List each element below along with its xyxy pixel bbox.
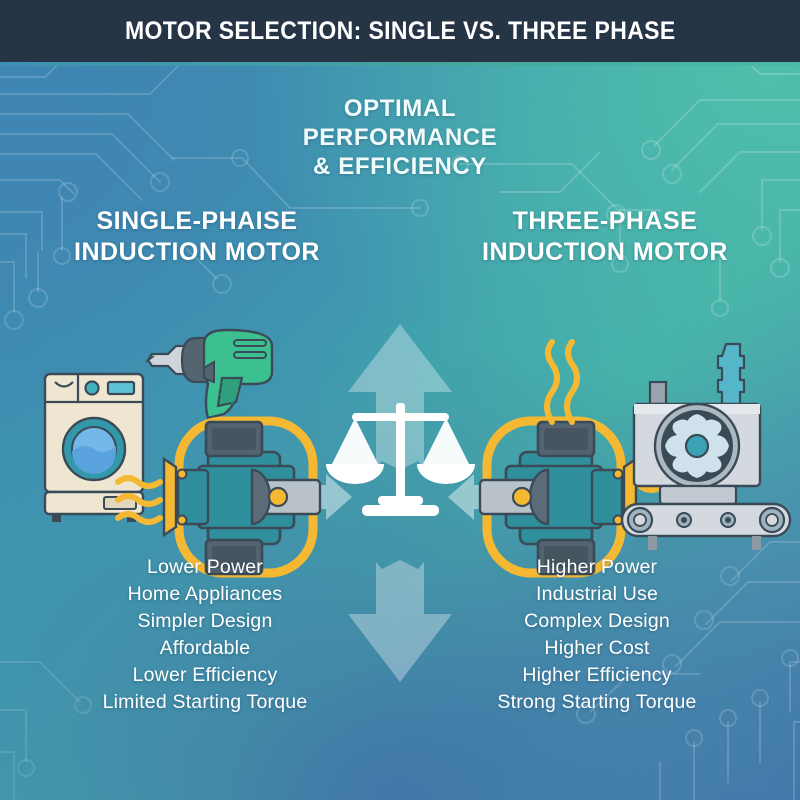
list-item: Higher Power <box>536 556 658 578</box>
balance-scale-icon <box>326 403 475 516</box>
right-column-heading: THREE-PHASE INDUCTION MOTOR <box>440 206 770 268</box>
right-feature-list: Higher Power Industrial Use Complex Desi… <box>432 554 762 716</box>
washing-machine-icon <box>43 372 145 522</box>
list-item: Simpler Design <box>137 610 273 632</box>
list-item: Limited Starting Torque <box>102 691 308 713</box>
list-item: Higher Cost <box>544 637 650 659</box>
illustration-layer <box>43 324 792 682</box>
list-item: Higher Efficiency <box>522 664 672 686</box>
list-item: Affordable <box>159 637 251 659</box>
list-item: Home Appliances <box>127 583 283 605</box>
header-bar: MOTOR SELECTION: SINGLE vs. THREE PHASE <box>0 0 800 62</box>
circuit-pattern-background <box>0 62 800 800</box>
optimal-line-2: PERFORMANCE <box>302 124 498 151</box>
industrial-fan-machine-icon <box>620 342 792 550</box>
list-item: Complex Design <box>524 610 670 632</box>
optimal-line-1: OPTIMAL <box>343 95 457 122</box>
list-item: Lower Efficiency <box>132 664 278 686</box>
right-heading-line-2: INDUCTION MOTOR <box>482 238 728 266</box>
arrow-up-icon <box>348 324 452 470</box>
left-heading-line-2: INDUCTION MOTOR <box>74 238 320 266</box>
optimal-line-3: & EFFICIENCY <box>313 153 487 180</box>
left-column-heading: SINGLE-PHAISE INDUCTION MOTOR <box>32 206 362 268</box>
poster-stage: OPTIMAL PERFORMANCE & EFFICIENCY SINGLE-… <box>0 62 800 800</box>
list-item: Industrial Use <box>535 583 659 605</box>
power-drill-icon <box>145 328 274 420</box>
header-accent-stripe <box>0 62 800 66</box>
single-phase-motor-icon <box>115 416 322 578</box>
page-title: MOTOR SELECTION: SINGLE vs. THREE PHASE <box>124 16 676 45</box>
arrow-down-icon <box>348 560 452 682</box>
right-heading-line-1: THREE-PHASE <box>512 207 698 235</box>
list-item: Lower Power <box>146 556 263 578</box>
list-item: Strong Starting Torque <box>497 691 697 713</box>
left-heading-line-1: SINGLE-PHAISE <box>96 207 298 235</box>
optimal-performance-label: OPTIMAL PERFORMANCE & EFFICIENCY <box>240 94 560 181</box>
left-feature-list: Lower Power Home Appliances Simpler Desi… <box>40 554 370 716</box>
